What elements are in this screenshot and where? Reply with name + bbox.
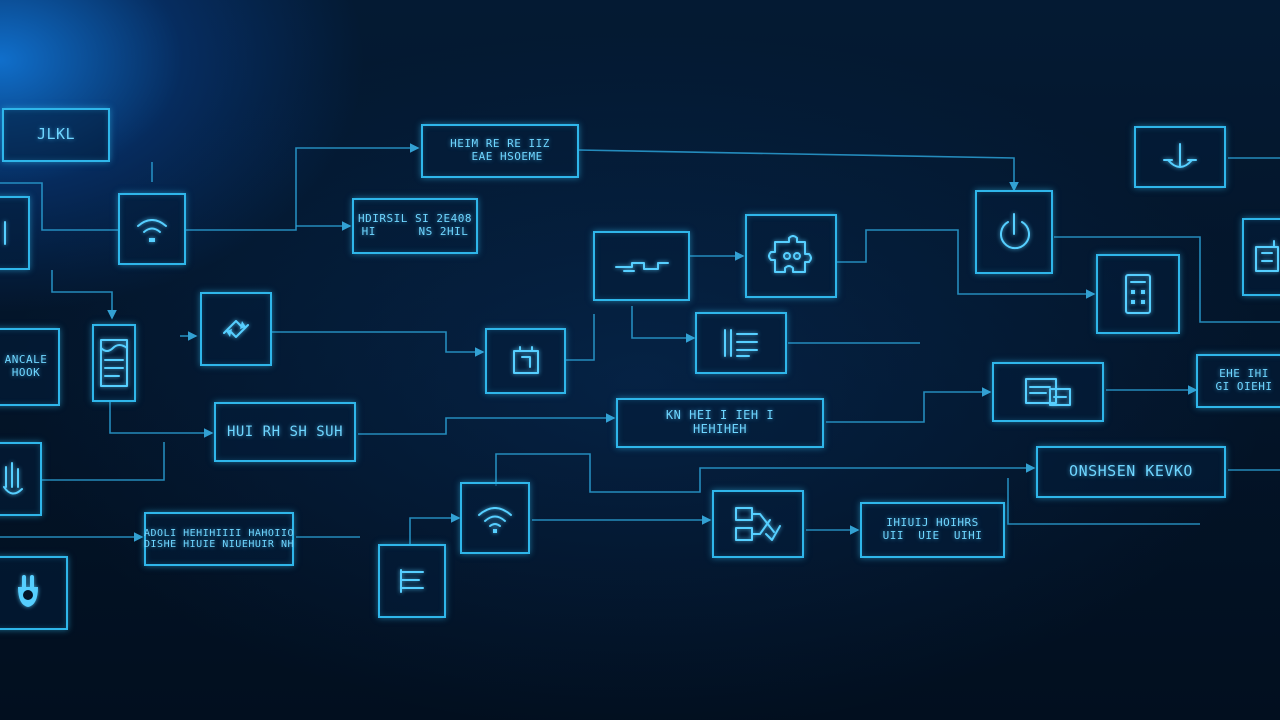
diagram-node[interactable] (0, 556, 68, 630)
bracket-icon (4, 221, 6, 245)
connector (577, 149, 1019, 192)
diagram-node[interactable]: HEIM RE RE IIZ EAE HSOEME (421, 124, 579, 178)
connector (109, 402, 214, 438)
connector (42, 442, 165, 481)
diagram-node[interactable] (695, 312, 787, 374)
wifi-icon (478, 507, 512, 533)
connector (409, 513, 461, 544)
anchor-icon (1163, 143, 1197, 168)
connector (272, 331, 485, 357)
diagram-node[interactable] (118, 193, 186, 265)
network-icon (735, 507, 781, 541)
diagram-node[interactable] (745, 214, 837, 298)
node-label: KN HEI I IEH I HEHIHEH (665, 408, 775, 436)
node-label: HDIRSIL SI 2E408 HI NS 2HIL (358, 212, 472, 238)
diagram-node[interactable] (712, 490, 804, 558)
diagram-node[interactable] (1242, 218, 1280, 296)
diagram-node[interactable] (975, 190, 1053, 274)
node-label: ADOLI HEHIHIIII HAHOIIO DISHE HIUIE NIUE… (144, 527, 294, 551)
diagram-node[interactable]: JLKL (2, 108, 110, 162)
list-icon (724, 329, 758, 357)
connector (1007, 478, 1200, 525)
plug-icon (18, 575, 38, 607)
connector (495, 453, 1036, 493)
power-icon (1000, 213, 1030, 250)
diagram-node[interactable] (200, 292, 272, 366)
diagram-node[interactable]: KN HEI I IEH I HEHIHEH (616, 398, 824, 448)
diagram-node[interactable] (378, 544, 446, 618)
connector (837, 229, 1096, 299)
node-label: HUI RH SH SUH (226, 423, 344, 440)
calculator-icon (1125, 274, 1151, 314)
terminal-icon (1025, 378, 1071, 406)
diagram-node[interactable]: ONSHSEN KEVKO (1036, 446, 1226, 498)
wifi-icon (137, 219, 167, 242)
node-label: JLKL (36, 125, 76, 144)
diagram-node[interactable]: HDIRSIL SI 2E408 HI NS 2HIL (352, 198, 478, 254)
node-label: ANCALE HOOK (4, 353, 48, 379)
diagram-node[interactable]: HUI RH SH SUH (214, 402, 356, 462)
table-icon (400, 569, 424, 593)
file-icon (1255, 240, 1279, 272)
diagram-node[interactable]: EHE IHI GI OIEHI (1196, 354, 1280, 408)
connector (566, 314, 595, 361)
node-label: HEIM RE RE IIZ EAE HSOEME (450, 137, 550, 163)
connector-icon (614, 262, 669, 272)
node-label: ONSHSEN KEVKO (1069, 462, 1193, 481)
diagram-node[interactable] (485, 328, 566, 394)
connector (631, 306, 696, 343)
diagram-node[interactable] (593, 231, 690, 301)
diagram-node[interactable] (1134, 126, 1226, 188)
node-label: EHE IHI GI OIEHI (1215, 367, 1273, 393)
diagram-node[interactable] (460, 482, 530, 554)
chip-icon (512, 346, 539, 374)
puzzle-icon (768, 235, 812, 273)
connector (1054, 236, 1280, 323)
connector (826, 387, 992, 423)
diagram-node[interactable] (92, 324, 136, 402)
diagram-node[interactable]: IHIUIJ HOIHRS UII UIE UIHI (860, 502, 1005, 558)
diagram-node[interactable] (1096, 254, 1180, 334)
connector (186, 143, 420, 231)
connector-group (0, 143, 1280, 544)
diagram-node[interactable] (992, 362, 1104, 422)
diagram-node[interactable] (0, 442, 42, 516)
diagram-node[interactable]: ANCALE HOOK (0, 328, 60, 406)
connector (358, 413, 616, 435)
hand-icon (3, 462, 23, 495)
connector (51, 270, 117, 320)
document-icon (100, 339, 128, 387)
diagram-node[interactable] (0, 196, 30, 270)
connector (0, 182, 118, 231)
sync-icon (223, 320, 249, 338)
diagram-node[interactable]: ADOLI HEHIHIIII HAHOIIO DISHE HIUIE NIUE… (144, 512, 294, 566)
node-label: IHIUIJ HOIHRS UII UIE UIHI (882, 516, 983, 542)
